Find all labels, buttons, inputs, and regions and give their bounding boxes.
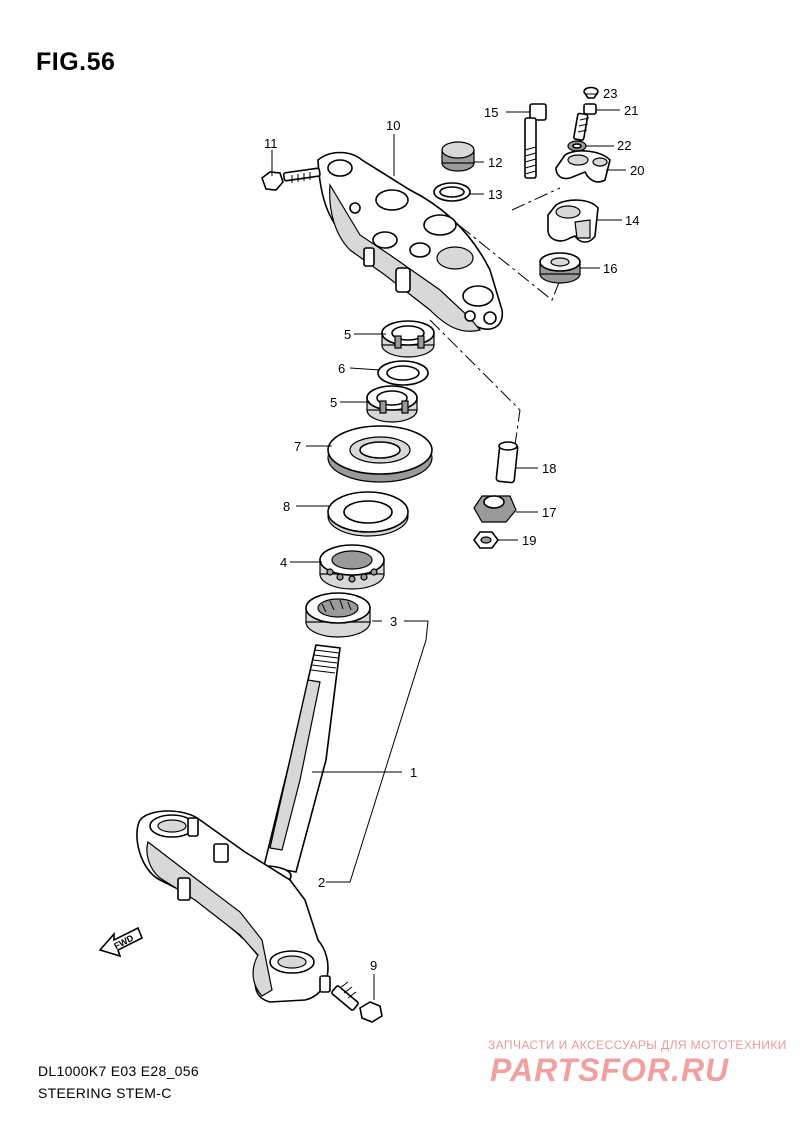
part-4-bearing-upper [319, 544, 385, 590]
callout-1: 1 [410, 765, 417, 780]
leader-lines [271, 93, 626, 1000]
part-10-upper-bracket [317, 151, 503, 332]
part-21-screw [573, 103, 597, 141]
callout-6: 6 [338, 361, 345, 376]
callout-22: 22 [617, 138, 631, 153]
callout-15: 15 [484, 105, 498, 120]
part-11-bolt [261, 167, 321, 191]
lower-bracket [136, 810, 331, 1003]
callout-13: 13 [488, 187, 502, 202]
part-23-cap [583, 86, 599, 99]
callout-20: 20 [630, 163, 644, 178]
callout-8: 8 [283, 499, 290, 514]
figure-title: FIG.56 [36, 48, 116, 76]
callout-21: 21 [624, 103, 638, 118]
footer-model-code: DL1000K7 E03 E28_056 [38, 1063, 199, 1079]
callout-12: 12 [488, 155, 502, 170]
callout-5-upper: 5 [344, 327, 351, 342]
callout-labels: 23 21 15 22 11 10 12 20 13 14 16 5 6 5 7… [264, 86, 644, 973]
part-17-stopper [473, 495, 517, 523]
callout-14: 14 [625, 213, 639, 228]
part-1-steering-stem [263, 644, 341, 873]
part-22-washer [567, 140, 587, 152]
fwd-arrow: FWD [98, 926, 144, 958]
callout-5-lower: 5 [330, 395, 337, 410]
watermark-tagline: ЗАПЧАСТИ И АКСЕССУАРЫ ДЛЯ МОТОТЕХНИКИ [488, 1038, 787, 1052]
callout-19: 19 [522, 533, 536, 548]
part-15-long-bolt [524, 103, 547, 179]
callout-10: 10 [386, 118, 400, 133]
callout-18: 18 [542, 461, 556, 476]
part-8-washer [327, 491, 409, 537]
callout-9: 9 [370, 958, 377, 973]
part-12-cap [441, 141, 475, 172]
callout-7: 7 [294, 439, 301, 454]
watermark-logo: PARTSFOR.RU [490, 1052, 730, 1088]
part-14-holder [547, 199, 599, 243]
part-19-nut [473, 531, 499, 549]
callout-2: 2 [318, 875, 325, 890]
part-18-pin [495, 441, 519, 484]
part-3-bearing-lower [305, 592, 371, 638]
footer-figure-name: STEERING STEM-C [38, 1085, 172, 1101]
part-5-nut-lower [366, 385, 418, 423]
part-5-nut-upper [381, 320, 435, 358]
callout-3: 3 [390, 614, 397, 629]
assembly-center-lines [429, 187, 561, 446]
callout-16: 16 [603, 261, 617, 276]
part-13-washer [433, 182, 471, 202]
callout-23: 23 [603, 86, 617, 101]
callout-17: 17 [542, 505, 556, 520]
part-16-cushion [539, 252, 581, 284]
part-6-lock-washer [377, 360, 429, 386]
callout-4: 4 [280, 555, 287, 570]
part-7-dust-seal [327, 425, 433, 483]
callout-11: 11 [264, 136, 278, 151]
part-9-bolt [331, 981, 383, 1023]
part-20-clamp-top [555, 150, 611, 183]
